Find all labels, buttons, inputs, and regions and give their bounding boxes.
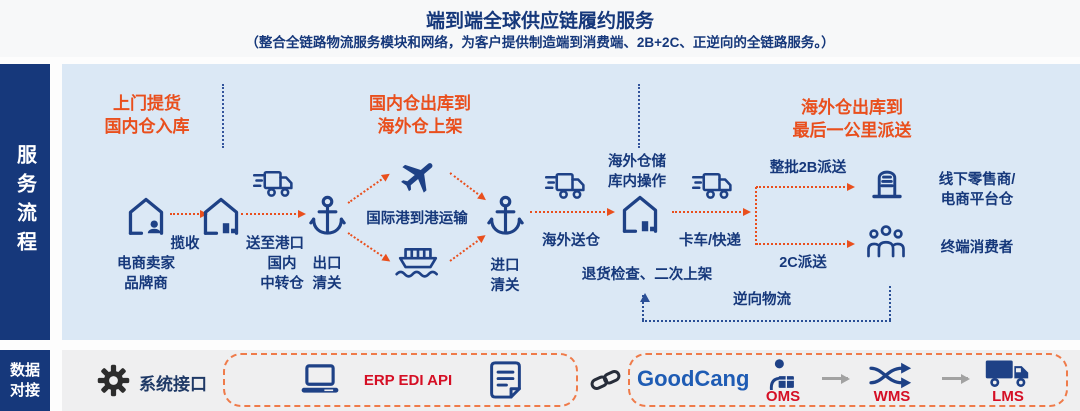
stage3-heading: 海外仓出库到 最后一公里派送 xyxy=(792,98,912,140)
truck-express-label: 卡车/快递 xyxy=(678,233,742,249)
domestic-warehouse-icon xyxy=(199,194,243,236)
b2c-arrow xyxy=(756,240,855,248)
wms-to-lms-arrow xyxy=(942,373,970,384)
truck-icon xyxy=(691,170,733,201)
to-plane-arrow xyxy=(347,174,389,204)
service-flow-panel: 上门提货 国内仓入库 国内仓出库到 海外仓上架 海外仓出库到 最后一公里派送 电… xyxy=(62,64,1080,340)
seller-label: 电商卖家 品牌商 xyxy=(117,256,175,293)
seller-house-icon xyxy=(124,194,168,236)
data-connect-panel: 系统接口 ERP EDI API xyxy=(62,350,1080,411)
wms-label: WMS xyxy=(873,388,911,405)
goodcang-label: GoodCang xyxy=(637,366,750,391)
overseas-warehouse-icon xyxy=(618,192,662,234)
truck-express-arrow xyxy=(672,208,751,216)
link-icon xyxy=(589,367,622,393)
retail-store-icon xyxy=(868,166,906,202)
plane-icon xyxy=(396,155,442,197)
send-to-port-label: 送至港口 xyxy=(246,236,304,252)
offline-retail-label: 线下零售商/ 电商平台仓 xyxy=(938,172,1016,209)
lms-label: LMS xyxy=(992,388,1024,405)
import-customs-label: 进口 清关 xyxy=(490,258,520,295)
overseas-inbound-arrow xyxy=(530,208,615,216)
truck-icon xyxy=(544,170,586,201)
document-icon xyxy=(487,359,524,400)
page-subtitle: （整合全链路物流服务模块和网络，为客户提供制造端到消费端、2B+2C、正逆向的全… xyxy=(245,35,835,50)
b2b-delivery-label: 整批2B派送 xyxy=(769,160,847,176)
goodcang-dashed-box xyxy=(628,353,1068,407)
domestic-warehouse-label: 国内 中转仓 xyxy=(260,256,304,293)
oms-icon xyxy=(766,358,800,390)
b2b-arrow xyxy=(756,183,855,191)
return-check-label: 退货检查、二次上架 xyxy=(581,267,713,283)
export-anchor-icon xyxy=(309,194,346,237)
import-anchor-icon xyxy=(487,194,524,237)
ship-icon xyxy=(394,245,442,282)
reverse-path-right-segment xyxy=(889,286,891,320)
erp-edi-api-label: ERP EDI API xyxy=(363,372,453,389)
stage2-heading: 国内仓出库到 海外仓上架 xyxy=(369,94,471,136)
overseas-warehouse-label: 海外仓储 库内操作 xyxy=(608,154,666,191)
pickup-label: 揽收 xyxy=(170,236,200,252)
stage-divider-2 xyxy=(638,84,640,148)
b2c-delivery-label: 2C派送 xyxy=(779,255,827,271)
overseas-inbound-label: 海外送仓 xyxy=(542,233,600,249)
consumers-icon xyxy=(866,224,906,258)
plane-to-port-arrow xyxy=(449,172,485,200)
erp-dashed-box xyxy=(223,353,578,407)
oms-to-wms-arrow xyxy=(822,373,850,384)
sidebar-service-flow-label: 服务流程 xyxy=(13,144,36,260)
page-title: 端到端全球供应链履约服务 xyxy=(425,11,654,32)
branch-connector-line xyxy=(755,187,757,245)
sidebar-service-flow: 服务流程 xyxy=(0,64,50,340)
system-interface-label: 系统接口 xyxy=(139,375,207,394)
intl-transport-label: 国际港到港运输 xyxy=(366,211,468,227)
reverse-logistics-label: 逆向物流 xyxy=(733,292,791,308)
export-customs-label: 出口 清关 xyxy=(312,256,342,293)
sidebar-data-connect: 数据对接 xyxy=(0,350,50,411)
sidebar-data-connect-label: 数据对接 xyxy=(9,362,40,399)
truck-icon xyxy=(252,168,294,199)
stage1-heading: 上门提货 国内仓入库 xyxy=(104,94,190,136)
reverse-path-up-arrow xyxy=(639,293,650,320)
reverse-path-bottom-segment xyxy=(642,320,891,322)
gear-icon xyxy=(96,363,131,398)
send-to-port-arrow xyxy=(241,210,306,218)
stage-divider-1 xyxy=(222,84,224,148)
header-band xyxy=(0,0,1080,57)
oms-label: OMS xyxy=(765,388,801,405)
laptop-icon xyxy=(299,361,341,397)
lms-truck-icon xyxy=(984,358,1030,389)
wms-icon xyxy=(866,360,918,391)
end-consumer-label: 终端消费者 xyxy=(940,240,1014,256)
